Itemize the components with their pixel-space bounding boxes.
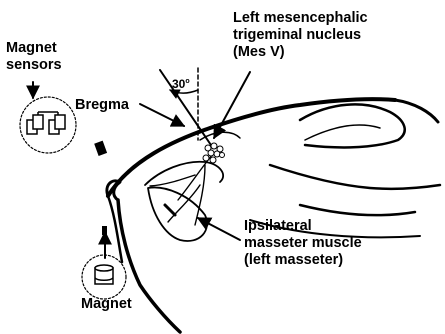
mes-v-label-line-1: Left mesencephalic [233, 10, 368, 27]
masseter-arrow [198, 218, 240, 240]
degree-symbol: o [185, 78, 189, 85]
masseter-label-line-2: masseter muscle [244, 235, 362, 252]
neck-outline [300, 205, 415, 215]
magnet-sensor-icon [27, 112, 65, 134]
masseter-label-line-3: (left masseter) [244, 252, 362, 269]
trigeminal-nerve-branches [150, 155, 212, 225]
mes-v-arrow [214, 72, 250, 138]
magnet-sensors-label-line-1: Magnet [6, 40, 62, 57]
magnet-sensors-label: Magnet sensors [6, 40, 62, 74]
sensor-mount [94, 141, 107, 156]
head-outline-back [395, 100, 438, 122]
angle-label: 30o [172, 76, 190, 90]
mes-v-neurons [203, 143, 225, 163]
bregma-arrow [140, 104, 184, 126]
cheek-outline [270, 165, 440, 189]
masseter-label-line-1: Ipsilateral [244, 218, 362, 235]
magnet-label: Magnet [81, 296, 132, 313]
bregma-label: Bregma [75, 97, 129, 114]
mes-v-label: Left mesencephalic trigeminal nucleus (M… [233, 10, 368, 61]
masseter-marker [165, 205, 175, 215]
angle-value: 30 [172, 77, 185, 91]
magnet-icon [95, 265, 113, 284]
ear-inner [305, 125, 380, 140]
masseter-label: Ipsilateral masseter muscle (left masset… [244, 218, 362, 269]
magnet-sensors-label-line-2: sensors [6, 57, 62, 74]
mes-v-label-line-2: trigeminal nucleus [233, 27, 368, 44]
mes-v-label-line-3: (Mes V) [233, 44, 368, 61]
orbit-outline [145, 162, 223, 185]
magnet-mount [102, 226, 107, 235]
